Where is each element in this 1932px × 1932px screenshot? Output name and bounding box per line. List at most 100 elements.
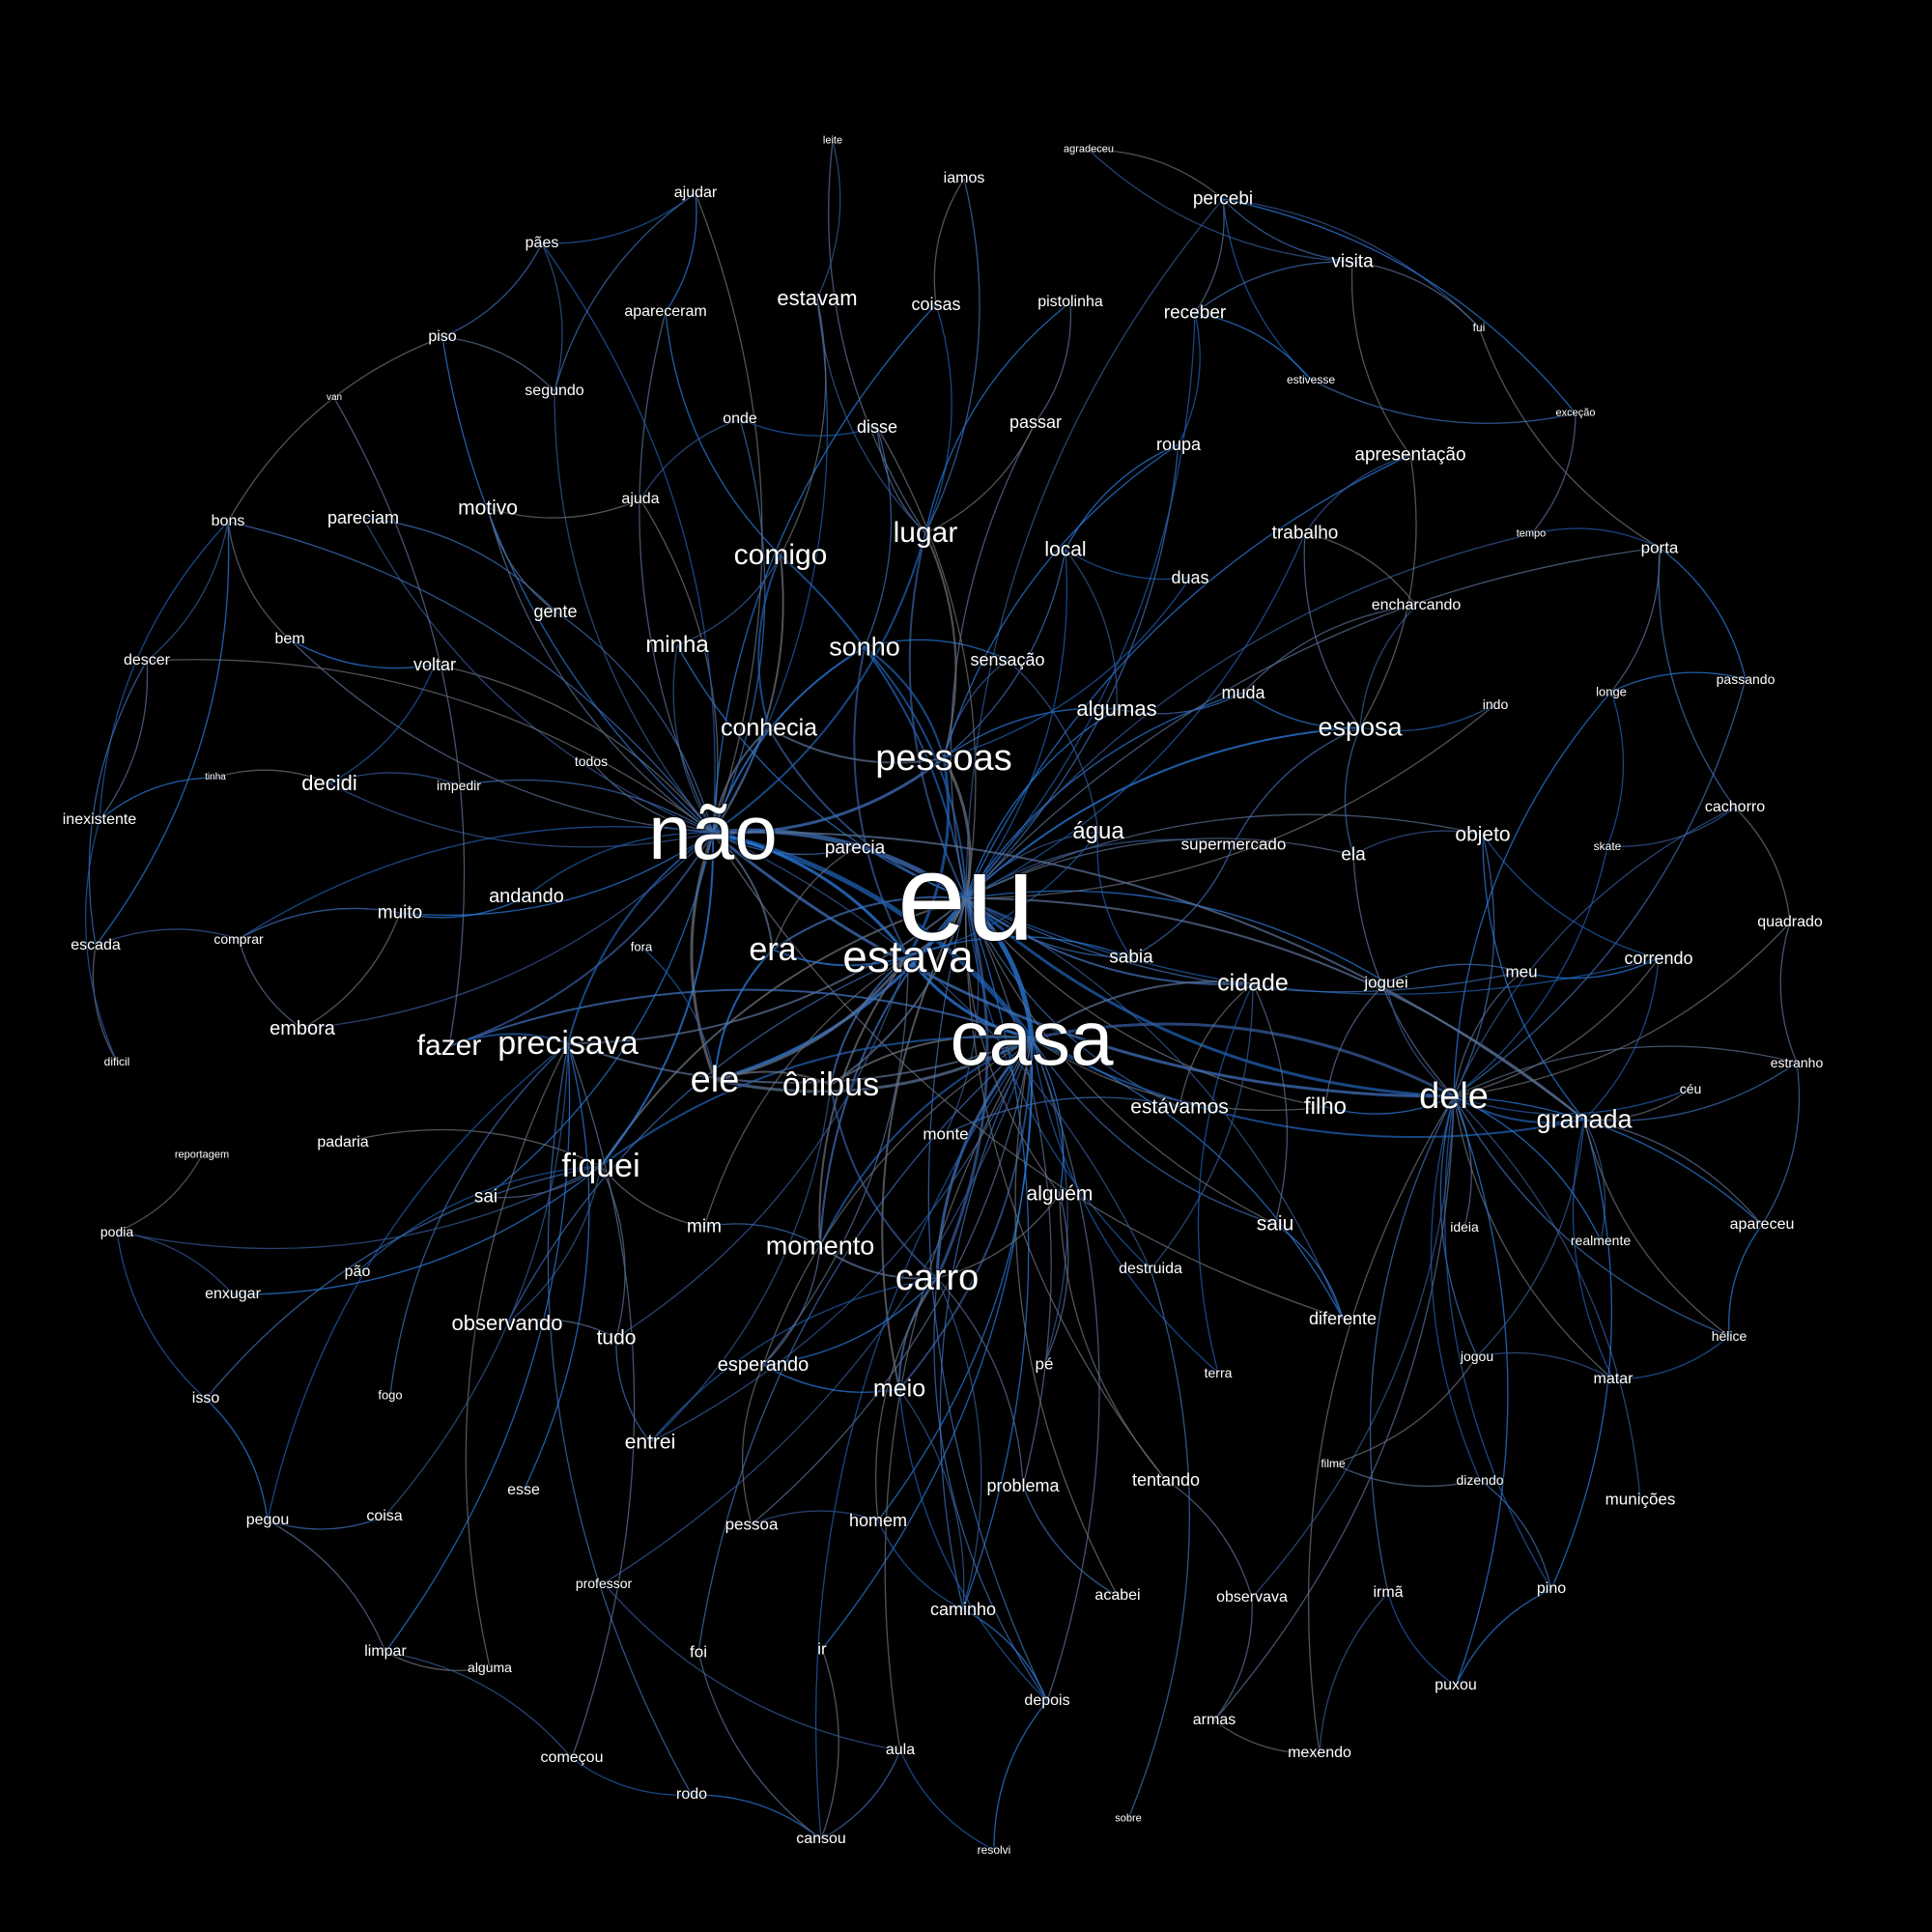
node-label-objeto: objeto [1455,823,1511,846]
node-label-muito: muito [377,902,423,923]
node-label-andando: andando [489,886,564,907]
edge-nao-bons [227,521,714,834]
edge-casa-professor [603,1037,1033,1584]
edge-nao-segundo [554,390,714,834]
edge-estava-sonho [853,646,909,957]
node-label-granada: granada [1536,1104,1633,1134]
node-label-era: era [749,931,797,968]
edge-carro-caminho [936,1277,982,1610]
edge-decidi-impedir [328,772,460,786]
edge-nao-diferente [712,832,1344,1320]
edge-agua-sabia [1096,831,1132,958]
edge-esposa-muda [1242,692,1361,728]
edge-sensacao-agua [1007,659,1099,833]
node-label-nao: não [648,789,778,875]
edge-nao-piso [441,336,714,834]
node-label-dificil: dificil [103,1055,130,1068]
edge-dele-jogou [1439,1095,1478,1357]
edge-piso-segundo [441,336,555,392]
edge-pistolinha-passar [1035,301,1072,423]
edge-dele-filho [1324,1095,1455,1115]
node-label-cachorro: cachorro [1704,799,1766,815]
edge-homem-caminho [877,1520,964,1610]
edge-estava-ele [714,955,910,1082]
edge-granada-jogou [1476,1119,1585,1357]
edge-bons-escada [95,521,230,947]
edge-dele-passando [1453,678,1747,1097]
edge-piso-paes [441,242,543,338]
edge-eu-local [965,549,1068,899]
edge-estava-momento [818,955,909,1247]
edge-dele-pino [1444,1095,1552,1590]
edge-lugar-pistolinha [924,301,1071,534]
edge-nao-estava [712,831,910,957]
edge-casa-acabei [1014,1037,1119,1597]
node-label-tempo: tempo [1516,527,1547,540]
edge-comigo-estavam [780,298,827,556]
node-label-padaria: padaria [317,1134,369,1151]
edge-van-fazer [333,397,466,1047]
edge-casa-fiquei [600,1036,1033,1167]
node-label-todos: todos [574,753,609,769]
node-label-fora: fora [630,939,653,954]
node-label-estivesse: estivesse [1286,373,1336,386]
edge-nao-coisas [712,303,937,834]
edge-casa-diferente [1031,1037,1344,1320]
edge-granada-apareceu [1583,1119,1763,1226]
node-label-fogo: fogo [378,1387,403,1403]
edge-dele-objeto [1453,834,1495,1097]
edge-longe-passando [1610,671,1747,693]
node-label-onde: onde [723,411,757,427]
edge-algumas-muda [1116,692,1244,715]
edge-alguem-tentando [1059,1193,1167,1481]
edge-eu-saiu [965,897,1276,1225]
node-label-armas: armas [1192,1712,1236,1728]
node-label-esposa: esposa [1318,712,1403,742]
edge-estivesse-excecao [1310,379,1577,424]
edge-eu-ela [965,838,1354,899]
edge-visita-receber [1194,261,1353,314]
node-label-pino: pino [1536,1580,1567,1597]
edge-fiquei-tudo [600,1165,626,1339]
edge-puxou-pino [1455,1588,1552,1687]
node-label-estava: estava [842,931,974,981]
edge-dele-observava [1251,1095,1455,1599]
edge-cachorro-skate [1606,807,1736,847]
edge-dele-realmente [1453,1095,1602,1241]
edge-estranho-quadrado [1779,922,1798,1064]
edge-pegou-coisa [267,1516,385,1530]
edge-cansou-ir [820,1648,839,1840]
node-label-passando: passando [1716,671,1776,687]
node-label-ajudar: ajudar [673,185,718,201]
node-label-pistolinha: pistolinha [1037,294,1103,310]
edge-objeto-correndo [1482,834,1660,959]
node-label-parecia: parecia [824,838,886,859]
edge-saiu-diferente [1274,1223,1344,1320]
edge-nao-andando [526,832,714,897]
edge-sonho-sensacao [864,639,1009,661]
edge-onde-disse [739,418,878,437]
node-label-cansou: cansou [796,1831,846,1847]
node-label-observando: observando [451,1311,563,1335]
edge-granada-objeto [1482,834,1585,1121]
node-label-duas: duas [1171,568,1209,587]
edge-aula-professor [603,1582,901,1751]
edge-ela-objeto [1352,830,1484,856]
edge-inexistente-tinha [99,777,216,821]
edge-voltar-bem [289,639,436,669]
edge-porta-longe [1610,547,1661,693]
edge-casa-ir [821,1037,1033,1650]
node-label-alguma: alguma [468,1660,512,1675]
edge-estavamos-monte [945,1096,1180,1135]
edge-nao-pareciam [362,517,714,834]
node-label-irma: irmã [1373,1584,1404,1601]
edge-eu-apresentacao [965,454,1411,899]
node-label-sobre: sobre [1115,1812,1142,1825]
edge-esposa-encharcando [1359,605,1417,728]
node-label-correndo: correndo [1624,949,1693,968]
edge-casa-cansou [814,1037,1033,1840]
edge-jogou-matar [1476,1351,1614,1380]
edge-nao-sai [485,832,714,1198]
